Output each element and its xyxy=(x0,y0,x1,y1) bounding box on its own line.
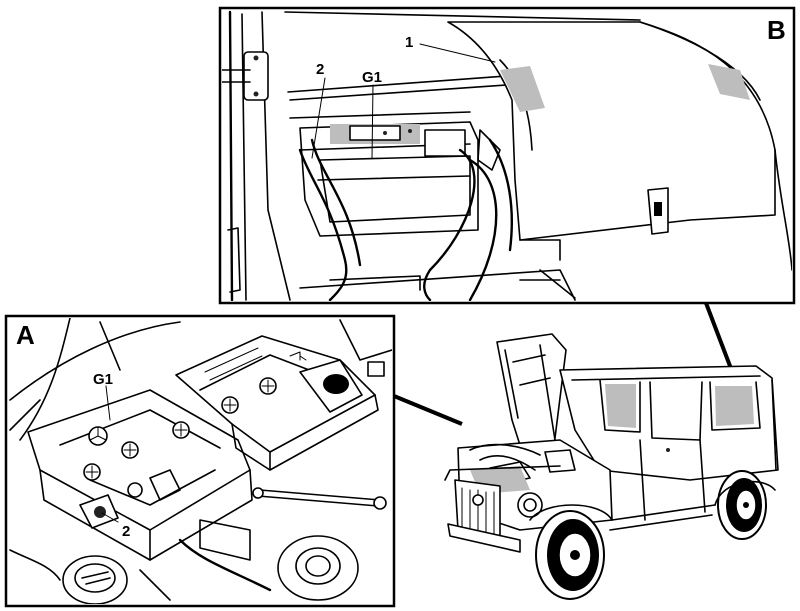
callout-2-left: 2 xyxy=(122,523,130,540)
panel-a-tag: A xyxy=(16,320,35,350)
callout-g1-left: G1 xyxy=(93,371,113,388)
detail-panel-b: B 1 2 G1 xyxy=(218,6,796,305)
vehicle-illustration xyxy=(444,333,779,600)
callout-2-top: 2 xyxy=(316,61,324,78)
callout-g1-top: G1 xyxy=(362,69,382,86)
panel-b-tag: B xyxy=(767,15,786,45)
callout-1: 1 xyxy=(405,34,413,51)
detail-panel-a: A G1 2 xyxy=(4,314,396,608)
